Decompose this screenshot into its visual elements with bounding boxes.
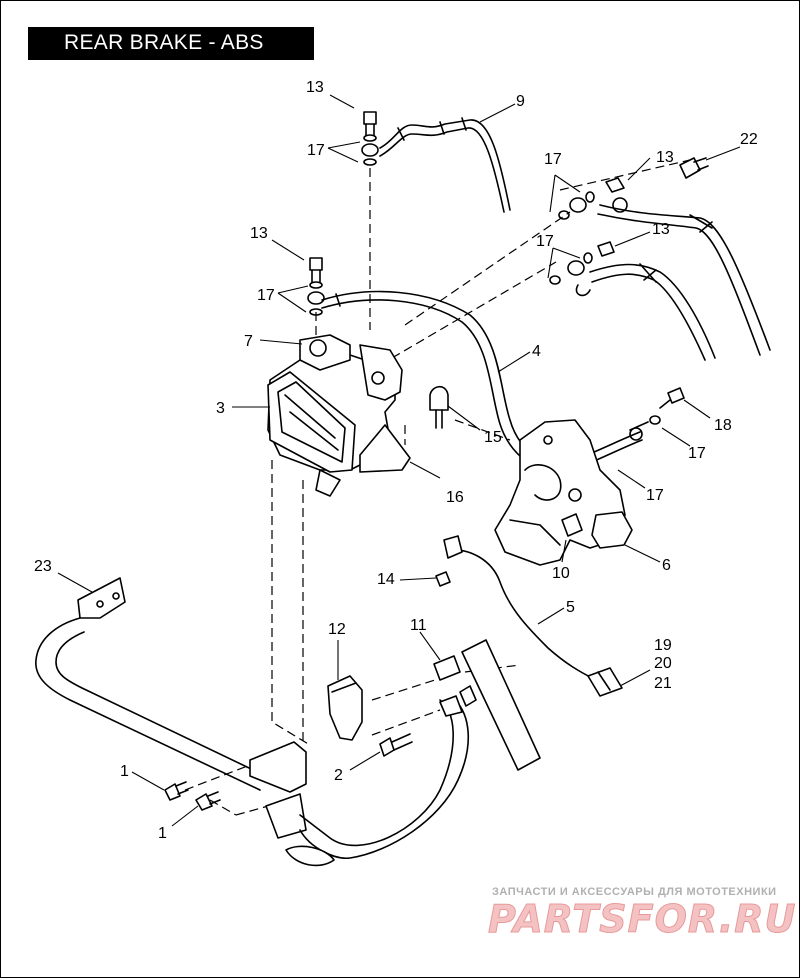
callout-3: 3 — [216, 400, 225, 417]
bleeder-18 — [629, 387, 685, 441]
callout-12: 12 — [328, 621, 346, 638]
brake-line-9 — [379, 117, 511, 213]
callout-16: 16 — [446, 489, 464, 506]
callout-20: 20 — [654, 655, 672, 672]
callout-23: 23 — [34, 558, 52, 575]
callout-17: 17 — [307, 142, 325, 159]
watermark-logo: PARTSFOR.RU — [488, 897, 796, 941]
abs-sensor-15 — [429, 385, 449, 429]
bolt-1a — [164, 781, 189, 801]
bracket-12 — [327, 675, 363, 741]
bolt-2 — [379, 733, 413, 757]
title-bar: REAR BRAKE - ABS — [28, 27, 314, 60]
brake-line-middle-right — [589, 263, 716, 361]
callout-13: 13 — [250, 225, 268, 242]
callout-11: 11 — [410, 617, 427, 634]
callout-18: 18 — [714, 417, 732, 434]
callout-13: 13 — [652, 221, 670, 238]
callout-labels: 13 17 9 13 17 7 3 17 13 22 17 13 4 15 16… — [34, 79, 758, 842]
callout-2: 2 — [334, 767, 343, 784]
watermark: ЗАПЧАСТИ И АКСЕССУАРЫ ДЛЯ МОТОТЕХНИКИ PA… — [488, 886, 796, 942]
brake-caliper — [494, 419, 633, 566]
bleeder-valve-22 — [679, 157, 709, 179]
bolt-1b — [195, 791, 221, 811]
pedal-arm — [459, 639, 541, 771]
abs-module — [267, 334, 411, 497]
callout-9: 9 — [516, 93, 525, 110]
callout-14: 14 — [377, 571, 395, 588]
callout-10: 10 — [552, 565, 570, 582]
banjo-bolt-right-upper — [558, 177, 628, 220]
clip-11 — [433, 655, 461, 681]
page-title: REAR BRAKE - ABS — [64, 31, 264, 54]
callout-17: 17 — [536, 233, 554, 250]
frame-rail — [35, 577, 469, 867]
callout-13: 13 — [656, 149, 674, 166]
callout-17: 17 — [646, 487, 664, 504]
sensor-cable — [435, 535, 623, 697]
banjo-bolt-right-lower — [549, 241, 615, 297]
callout-4: 4 — [532, 343, 541, 360]
brake-line-upper-right — [597, 204, 771, 356]
banjo-bolt-abs — [307, 257, 325, 316]
callout-1: 1 — [120, 763, 129, 780]
callout-22: 22 — [740, 131, 758, 148]
callout-6: 6 — [662, 557, 671, 574]
callout-17: 17 — [688, 445, 706, 462]
callout-15: 15 — [484, 429, 502, 446]
callout-13: 13 — [306, 79, 324, 96]
banjo-bolt-top — [361, 111, 379, 166]
callout-5: 5 — [566, 599, 575, 616]
callout-19: 19 — [654, 637, 672, 654]
callout-7: 7 — [244, 333, 253, 350]
callout-21: 21 — [654, 675, 672, 692]
leader-lines — [57, 94, 741, 827]
callout-1: 1 — [158, 825, 167, 842]
callout-17: 17 — [257, 287, 275, 304]
callout-17: 17 — [544, 151, 562, 168]
watermark-caption: ЗАПЧАСТИ И АКСЕССУАРЫ ДЛЯ МОТОТЕХНИКИ — [492, 886, 777, 898]
